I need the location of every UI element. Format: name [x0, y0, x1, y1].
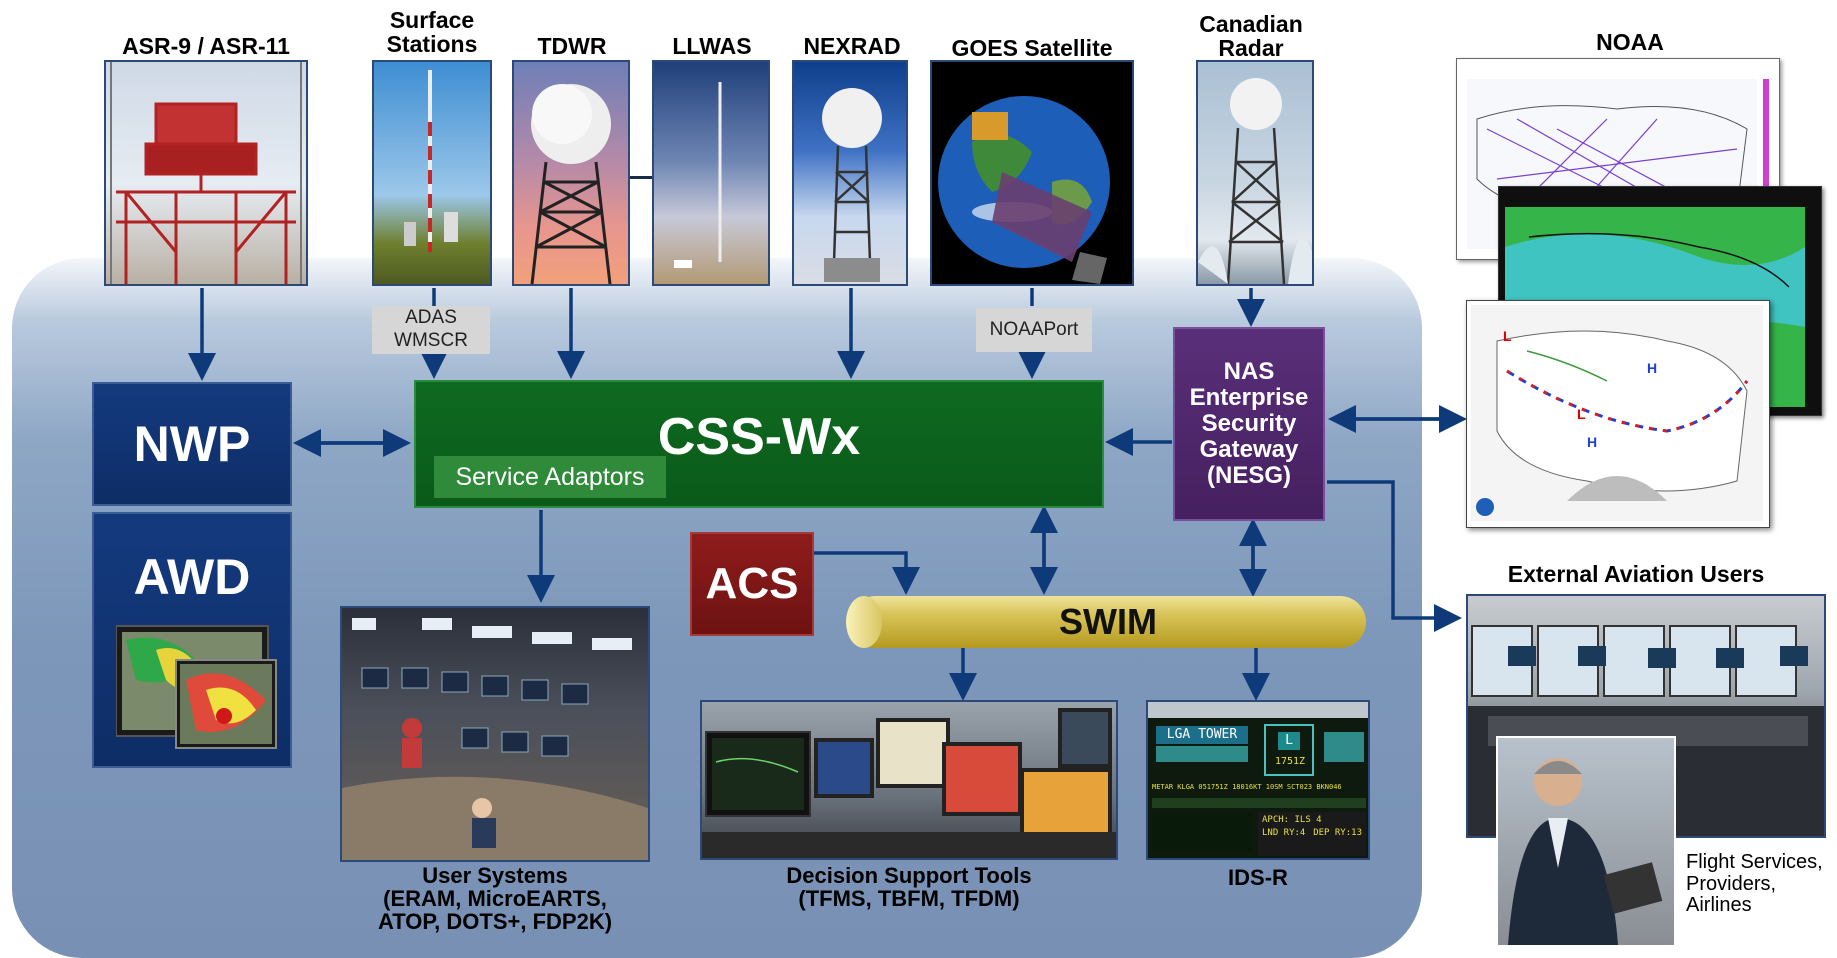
asr-radar-photo: [104, 60, 308, 286]
tdwr-photo: [512, 60, 630, 286]
user-systems-label: User Systems (ERAM, MicroEARTS, ATOP, DO…: [377, 863, 613, 935]
ids-r-menubar: [1148, 702, 1368, 718]
ids-r-screen: LGA TOWER L 1751Z METAR KLGA 051751Z 180…: [1146, 700, 1370, 860]
ids-r-left-panel: [1152, 812, 1252, 852]
acs-box: ACS: [690, 532, 814, 636]
noaa-label: NOAA: [1596, 29, 1664, 55]
awd-label: AWD: [133, 549, 251, 605]
svg-text:H: H: [1647, 360, 1657, 376]
ids-r-label: IDS-R: [1228, 865, 1288, 890]
ids-r-landing: LND RY:4: [1262, 828, 1306, 838]
ids-r-divider: [1152, 798, 1366, 808]
llwas-photo: [652, 60, 770, 286]
canadian-radar-photo: [1196, 60, 1314, 286]
svg-text:H: H: [1587, 434, 1597, 450]
flight-services-label: Flight Services, Providers, Airlines: [1686, 851, 1823, 917]
svg-text:L: L: [1577, 406, 1586, 422]
ids-r-buttons: [1156, 746, 1248, 762]
llwas-label: LLWAS: [672, 33, 752, 59]
external-users-label: External Aviation Users: [1507, 561, 1765, 587]
ids-r-departure: DEP RY:13: [1313, 828, 1362, 838]
goes-label: GOES Satellite: [951, 35, 1113, 61]
goes-satellite-photo: [930, 60, 1134, 286]
user-systems-photo: [340, 606, 650, 862]
decision-support-tools-photo: [700, 700, 1118, 860]
swim-bus: SWIM: [850, 596, 1366, 648]
swim-bus-end-cap: [846, 596, 882, 648]
ids-r-runway: L: [1278, 732, 1300, 750]
nexrad-photo: [792, 60, 908, 286]
surface-stations-label: Surface Stations: [386, 7, 478, 58]
adas-wmscr-tag: ADAS WMSCR: [372, 306, 490, 354]
pilot-photo: [1496, 736, 1676, 947]
tdwr-llwas-divider: [630, 176, 652, 179]
nexrad-label: NEXRAD: [803, 33, 901, 59]
decision-support-tools-label: Decision Support Tools (TFMS, TBFM, TFDM…: [786, 863, 1032, 912]
service-adaptors-label: Service Adaptors: [434, 456, 666, 498]
ids-r-approach-panel: APCH: ILS 4 LND RY:4 DEP RY:13: [1258, 812, 1366, 856]
svg-text:L: L: [1503, 328, 1512, 344]
noaa-map-3: L L H H: [1466, 300, 1770, 528]
ids-r-runway-box: L 1751Z: [1264, 724, 1314, 776]
ids-r-title: LGA TOWER: [1156, 726, 1248, 744]
nesg-box: NAS Enterprise Security Gateway (NESG): [1173, 327, 1325, 521]
ids-r-approach: APCH: ILS 4: [1262, 815, 1322, 825]
ids-r-metar: METAR KLGA 051751Z 18016KT 10SM SCT023 B…: [1152, 783, 1342, 791]
tdwr-label: TDWR: [537, 33, 607, 59]
awd-display-icon: [115, 620, 280, 750]
noaaport-tag: NOAAPort: [976, 308, 1092, 352]
nwp-box: NWP: [92, 382, 292, 506]
ids-r-time: 1751Z: [1274, 756, 1306, 767]
canadian-radar-label: Canadian Radar: [1199, 11, 1303, 62]
ids-r-side-panel: [1324, 732, 1364, 762]
ids-r-runway-config: LND RY:4 DEP RY:13: [1262, 827, 1362, 840]
asr-label: ASR-9 / ASR-11: [122, 33, 290, 59]
surface-stations-photo: [372, 60, 492, 286]
